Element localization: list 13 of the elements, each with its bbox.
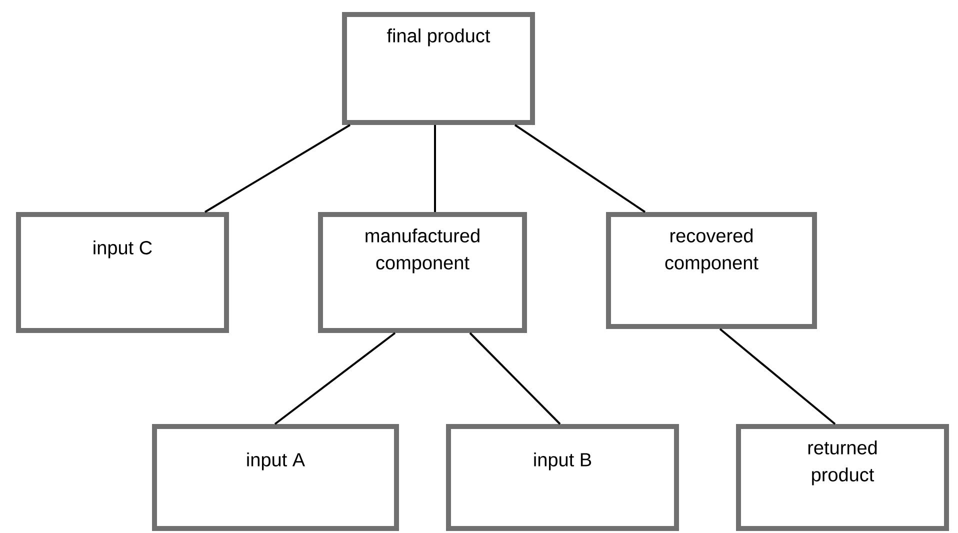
connector-line [434,125,436,212]
process-box: input B [446,424,679,531]
process-box: input A [152,424,399,531]
process-box: recovered component [606,212,817,329]
process-box: returned product [736,424,949,531]
process-box: input C [16,212,229,333]
connector-line [274,332,396,425]
connector-line [719,328,836,425]
process-box: final product [342,12,535,125]
connector-line [469,332,561,425]
connector-line [204,124,351,213]
process-box: manufactured component [318,212,527,333]
connector-line [514,124,646,213]
